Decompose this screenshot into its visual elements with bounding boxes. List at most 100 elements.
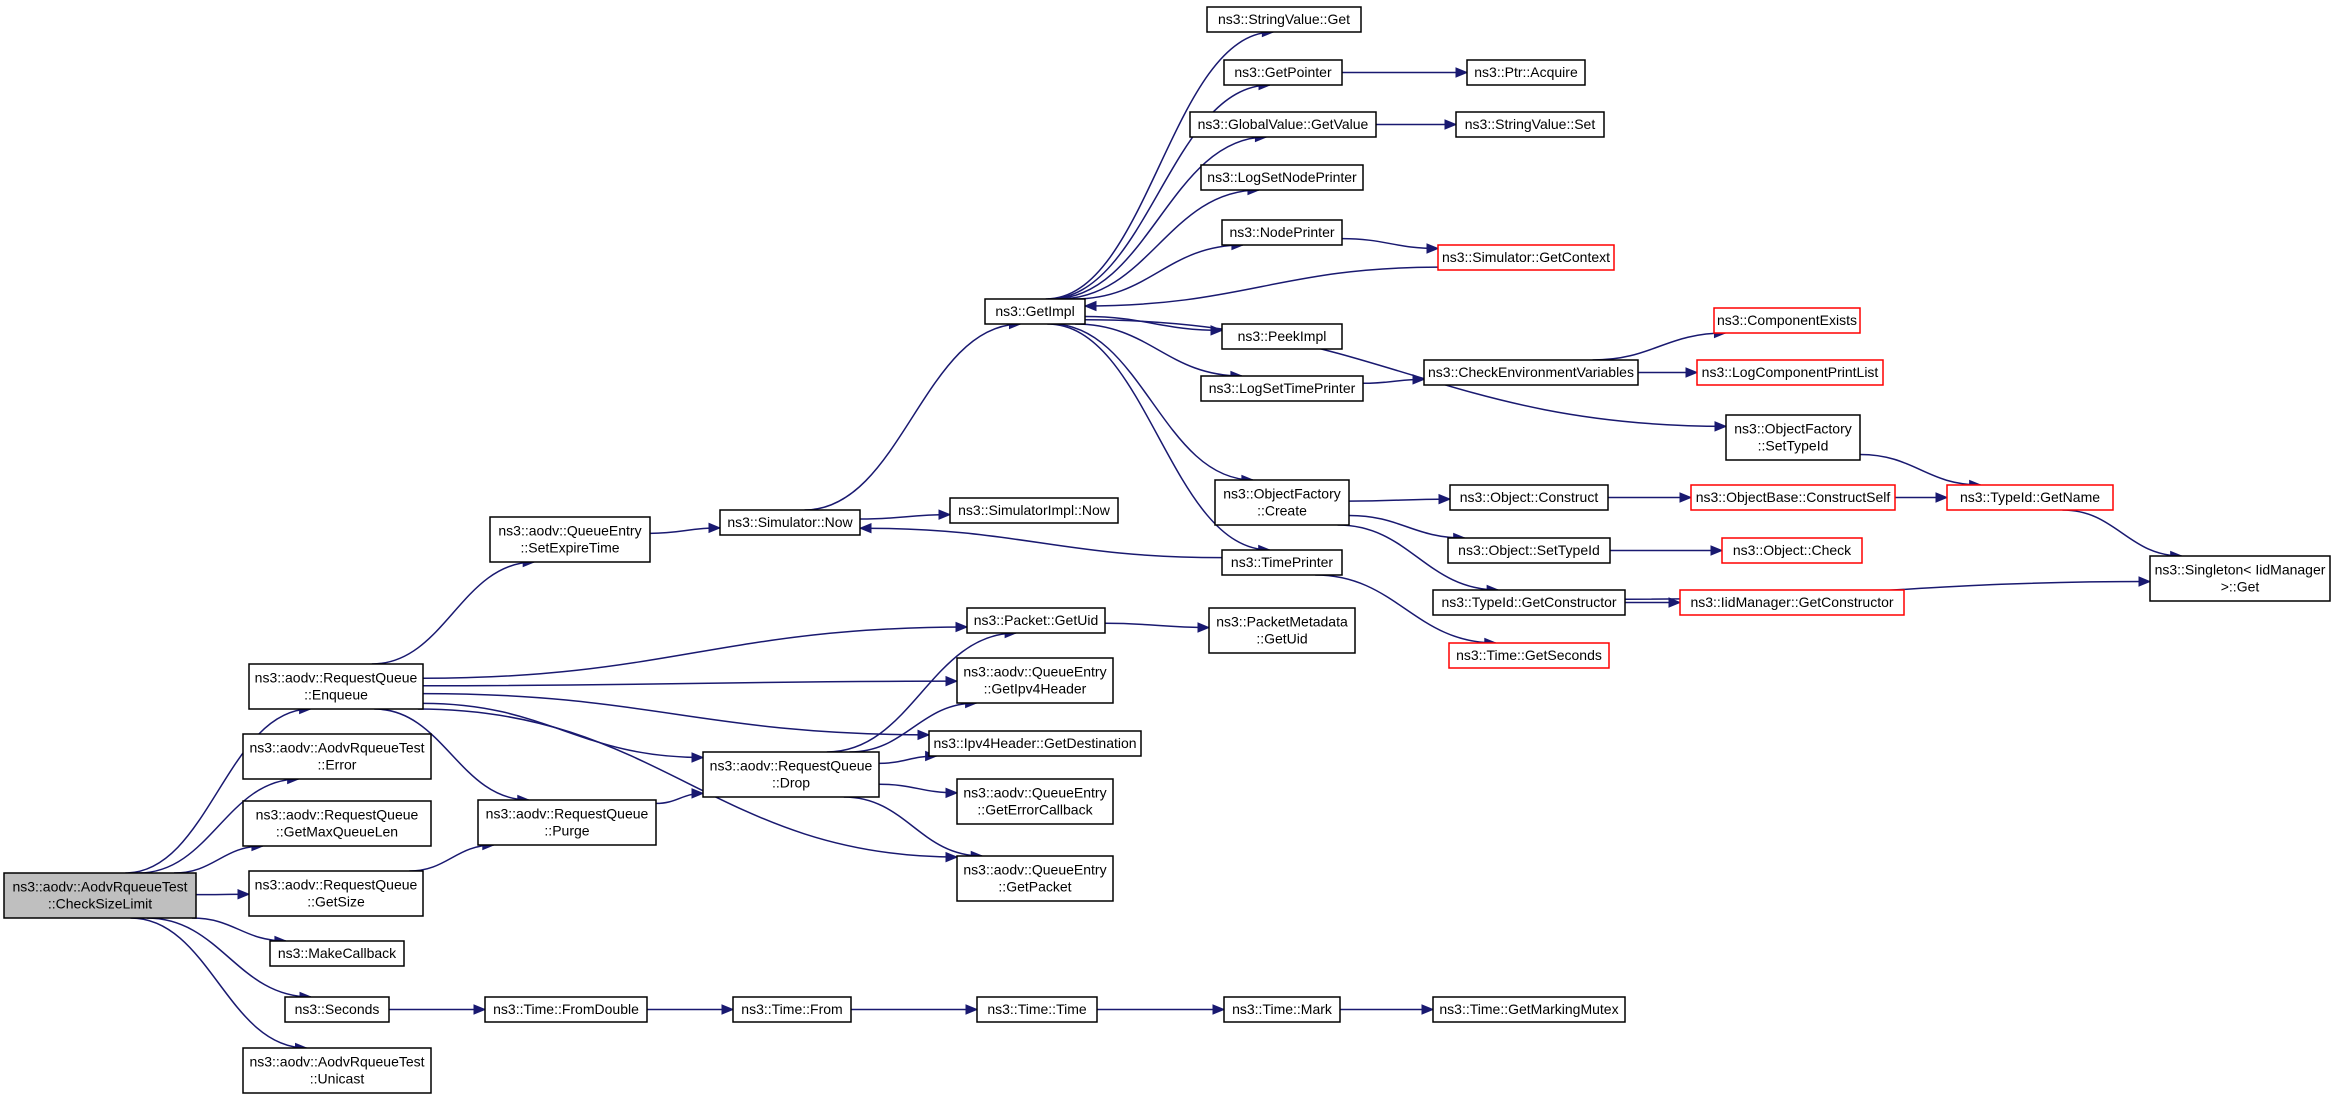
node-n44[interactable]: ns3::LogComponentPrintList — [1696, 359, 1884, 386]
node-n49[interactable]: ns3::Singleton< IidManager >::Get — [2149, 555, 2331, 602]
node-n13[interactable]: ns3::Time::From — [732, 996, 852, 1023]
node-n36[interactable]: ns3::CheckEnvironmentVariables — [1423, 359, 1639, 386]
node-box — [966, 607, 1106, 634]
node-n37[interactable]: ns3::ObjectFactory::SetTypeId — [1725, 414, 1861, 461]
edge-n37-n48 — [1859, 453, 1981, 486]
node-label: ns3::Time::Time — [987, 1001, 1087, 1017]
node-label: ns3::aodv::QueueEntry — [498, 523, 641, 539]
node-label: ns3::Simulator::GetContext — [1442, 249, 1610, 265]
node-n16[interactable]: ns3::Packet::GetUid — [966, 607, 1106, 634]
node-n24[interactable]: ns3::GlobalValue::GetValue — [1189, 111, 1377, 138]
node-n27[interactable]: ns3::PeekImpl — [1221, 323, 1343, 350]
node-n28[interactable]: ns3::LogSetTimePrinter — [1200, 375, 1364, 402]
node-label: ::GetSize — [307, 894, 365, 910]
node-n8[interactable]: ns3::aodv::QueueEntry::SetExpireTime — [489, 516, 651, 563]
node-label: ns3::Packet::GetUid — [974, 612, 1099, 628]
edge-n14-n24 — [1051, 136, 1267, 300]
node-box — [248, 870, 424, 917]
node-n0[interactable]: ns3::aodv::AodvRqueueTest::CheckSizeLimi… — [3, 872, 197, 919]
edge-n1-n20 — [417, 708, 958, 858]
node-box — [1448, 642, 1610, 669]
node-n2[interactable]: ns3::aodv::AodvRqueueTest::Error — [242, 733, 432, 780]
node-n19[interactable]: ns3::aodv::QueueEntry::GetErrorCallback — [956, 778, 1114, 825]
node-label: ::Drop — [772, 775, 810, 791]
node-label: ns3::aodv::QueueEntry — [963, 862, 1106, 878]
node-label: ::GetMaxQueueLen — [276, 824, 398, 840]
edge-n12-n20 — [843, 796, 983, 857]
edge-n1-n9 — [374, 708, 529, 801]
node-box — [1725, 414, 1861, 461]
node-n25[interactable]: ns3::LogSetNodePrinter — [1200, 164, 1364, 191]
node-box — [1206, 6, 1362, 33]
node-n34[interactable]: ns3::StringValue::Set — [1455, 111, 1605, 138]
node-n9[interactable]: ns3::aodv::RequestQueue::Purge — [477, 799, 657, 846]
edge-n12-n19 — [878, 783, 958, 794]
node-n38[interactable]: ns3::Object::Construct — [1449, 484, 1609, 511]
node-box — [1223, 59, 1343, 86]
node-box — [248, 663, 424, 710]
node-n43[interactable]: ns3::ComponentExists — [1713, 307, 1861, 334]
node-n42[interactable]: ns3::Time::GetMarkingMutex — [1432, 996, 1626, 1023]
node-box — [1690, 484, 1896, 511]
node-n30[interactable]: ns3::TimePrinter — [1221, 549, 1343, 576]
node-label: ns3::ObjectFactory — [1223, 486, 1341, 502]
node-n18[interactable]: ns3::Ipv4Header::GetDestination — [928, 730, 1142, 757]
node-n47[interactable]: ns3::IidManager::GetConstructor — [1679, 589, 1905, 616]
node-label: ns3::Time::From — [741, 1001, 842, 1017]
arrowhead-n39-n46 — [1710, 545, 1724, 556]
node-label: ns3::aodv::AodvRqueueTest — [12, 879, 187, 895]
node-n41[interactable]: ns3::Time::GetSeconds — [1448, 642, 1610, 669]
node-n45[interactable]: ns3::ObjectBase::ConstructSelf — [1690, 484, 1896, 511]
arrowhead-n0-n4 — [237, 888, 251, 900]
node-label: ::Enqueue — [304, 687, 368, 703]
node-n5[interactable]: ns3::MakeCallback — [269, 940, 405, 967]
arrowhead-n1-n20 — [945, 851, 959, 863]
node-box — [242, 733, 432, 780]
node-box — [956, 778, 1114, 825]
node-n11[interactable]: ns3::Simulator::Now — [719, 509, 861, 536]
node-n48[interactable]: ns3::TypeId::GetName — [1946, 484, 2114, 511]
node-label: ns3::aodv::RequestQueue — [486, 806, 649, 822]
node-n31[interactable]: ns3::PacketMetadata::GetUid — [1208, 607, 1356, 654]
node-n17[interactable]: ns3::aodv::QueueEntry::GetIpv4Header — [956, 657, 1114, 704]
node-box — [1713, 307, 1861, 334]
node-label: ns3::Object::Construct — [1460, 489, 1599, 505]
node-box — [1466, 59, 1586, 86]
node-n40[interactable]: ns3::TypeId::GetConstructor — [1432, 589, 1626, 616]
node-n20[interactable]: ns3::aodv::QueueEntry::GetPacket — [956, 855, 1114, 902]
node-n26[interactable]: ns3::NodePrinter — [1221, 219, 1343, 246]
node-box — [1423, 359, 1639, 386]
node-n10[interactable]: ns3::Time::FromDouble — [484, 996, 648, 1023]
node-box — [984, 298, 1086, 325]
node-box — [3, 872, 197, 919]
node-box — [732, 996, 852, 1023]
node-box — [928, 730, 1142, 757]
node-n23[interactable]: ns3::GetPointer — [1223, 59, 1343, 86]
node-n35[interactable]: ns3::Simulator::GetContext — [1437, 244, 1615, 271]
node-label: ns3::aodv::AodvRqueueTest — [249, 740, 424, 756]
node-n33[interactable]: ns3::Ptr::Acquire — [1466, 59, 1586, 86]
node-n39[interactable]: ns3::Object::SetTypeId — [1447, 537, 1611, 564]
node-n6[interactable]: ns3::Seconds — [284, 996, 390, 1023]
node-label: ns3::TimePrinter — [1231, 554, 1334, 570]
node-n12[interactable]: ns3::aodv::RequestQueue::Drop — [702, 751, 880, 798]
node-n22[interactable]: ns3::StringValue::Get — [1206, 6, 1362, 33]
node-n21[interactable]: ns3::Time::Time — [976, 996, 1098, 1023]
node-box — [269, 940, 405, 967]
node-n29[interactable]: ns3::ObjectFactory::Create — [1214, 479, 1350, 526]
node-n7[interactable]: ns3::aodv::AodvRqueueTest::Unicast — [242, 1047, 432, 1094]
arrowhead-n8-n11 — [708, 522, 722, 534]
node-n1[interactable]: ns3::aodv::RequestQueue::Enqueue — [248, 663, 424, 710]
node-n14[interactable]: ns3::GetImpl — [984, 298, 1086, 325]
node-n15[interactable]: ns3::SimulatorImpl::Now — [949, 497, 1119, 524]
node-n4[interactable]: ns3::aodv::RequestQueue::GetSize — [248, 870, 424, 917]
node-n32[interactable]: ns3::Time::Mark — [1223, 996, 1341, 1023]
node-label: ns3::TypeId::GetName — [1960, 489, 2100, 505]
node-n46[interactable]: ns3::Object::Check — [1721, 537, 1863, 564]
node-box — [2149, 555, 2331, 602]
node-label: ns3::TypeId::GetConstructor — [1441, 594, 1616, 610]
arrowhead-n26-n35 — [1426, 243, 1440, 254]
edge-n11-n15 — [859, 513, 951, 520]
node-box — [1221, 323, 1343, 350]
node-n3[interactable]: ns3::aodv::RequestQueue::GetMaxQueueLen — [242, 800, 432, 847]
